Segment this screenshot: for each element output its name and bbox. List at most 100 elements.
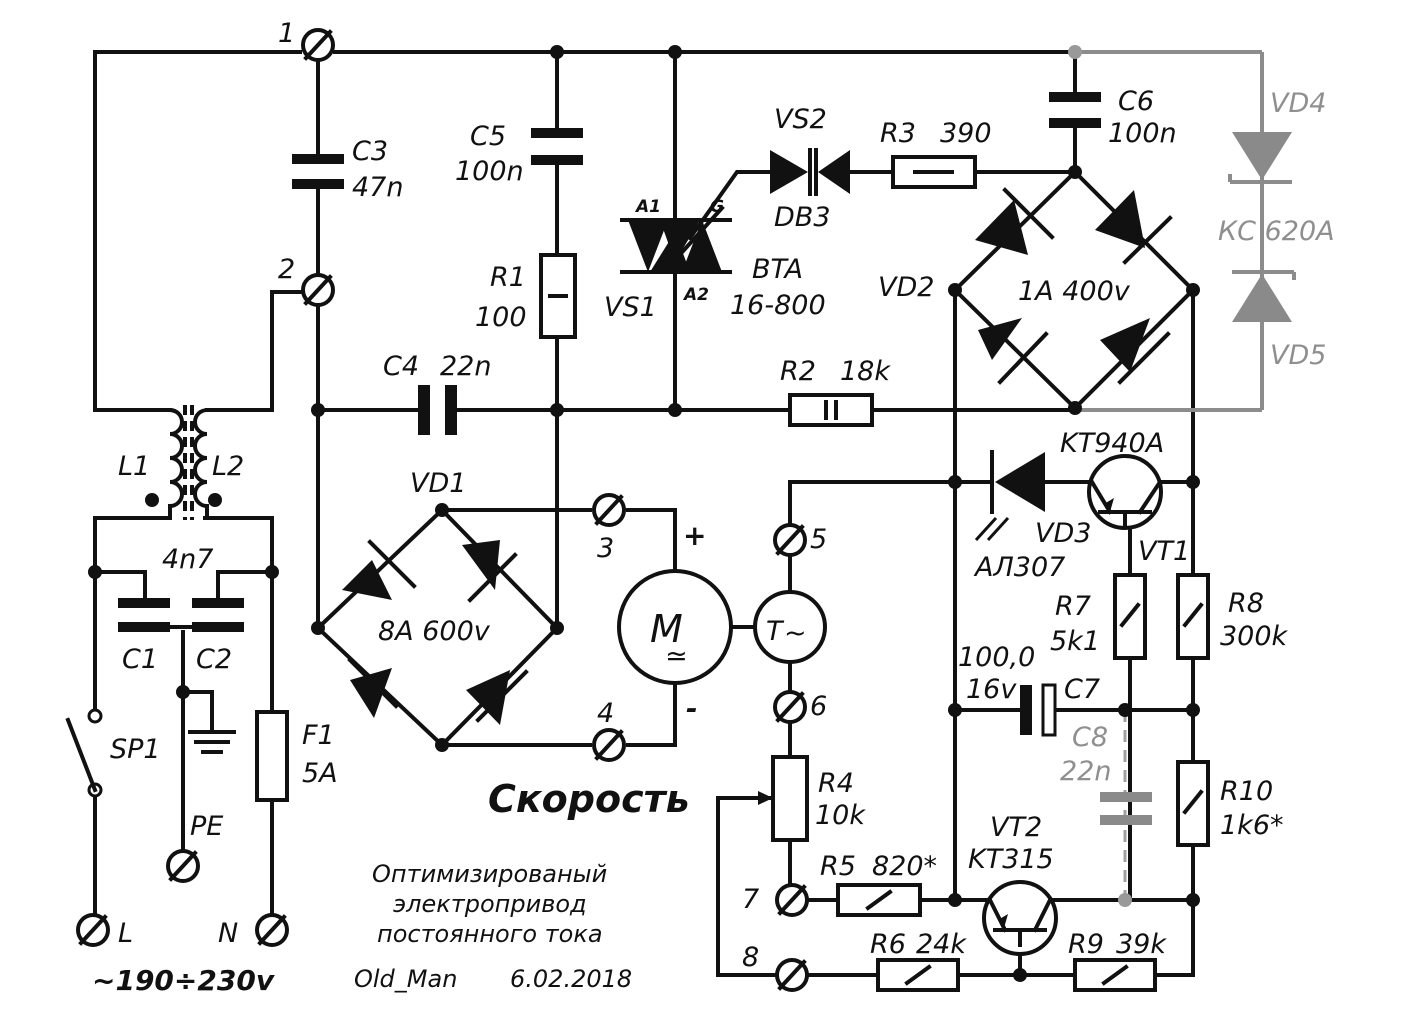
terminal-7: 7 bbox=[742, 883, 809, 917]
svg-text:KT315: KT315 bbox=[968, 844, 1054, 875]
terminal-6: 6 bbox=[773, 690, 827, 724]
svg-text:~: ~ bbox=[784, 618, 807, 649]
svg-text:8: 8 bbox=[742, 942, 759, 973]
speed-label: Скорость bbox=[488, 777, 690, 821]
svg-text:T: T bbox=[766, 616, 785, 647]
switch-sp1: SP1 bbox=[65, 708, 161, 798]
optional-wires bbox=[1075, 50, 1264, 900]
capacitor-c6: C6 100n bbox=[1049, 86, 1177, 149]
svg-text:C2: C2 bbox=[196, 644, 232, 675]
terminal-2: 2 bbox=[278, 254, 335, 307]
resistor-r6: R6 24k bbox=[870, 929, 967, 992]
choke-l1-l2: L1 L2 bbox=[93, 405, 244, 520]
svg-text:47n: 47n bbox=[352, 172, 403, 203]
svg-text:C7: C7 bbox=[1064, 674, 1100, 705]
motor-m: M ≃ + - bbox=[617, 519, 733, 725]
bridge-vd1: VD1 8A 600v bbox=[315, 468, 560, 748]
svg-text:C6: C6 bbox=[1118, 86, 1154, 117]
svg-text:2: 2 bbox=[278, 254, 295, 285]
capacitor-c8: C8 22n bbox=[1060, 722, 1152, 825]
svg-text:VS1: VS1 bbox=[604, 292, 657, 323]
terminal-1: 1 bbox=[278, 18, 335, 62]
tacho-generator: T ~ bbox=[753, 590, 827, 664]
svg-text:1: 1 bbox=[278, 18, 295, 49]
terminal-5: 5 bbox=[773, 523, 827, 557]
led-vd3: VD3 АЛ307 bbox=[973, 450, 1091, 583]
svg-text:300k: 300k bbox=[1220, 621, 1289, 652]
svg-text:7: 7 bbox=[742, 884, 759, 915]
junction-dots bbox=[88, 45, 1200, 982]
svg-text:R6: R6 bbox=[870, 929, 906, 960]
svg-text:C3: C3 bbox=[352, 136, 388, 167]
svg-text:R7: R7 bbox=[1055, 591, 1091, 622]
svg-text:1A 400v: 1A 400v bbox=[1018, 276, 1131, 307]
svg-text:R2: R2 bbox=[780, 356, 816, 387]
svg-text:DB3: DB3 bbox=[774, 202, 831, 233]
svg-text:5A: 5A bbox=[302, 758, 338, 789]
svg-text:5: 5 bbox=[810, 524, 827, 555]
svg-text:A1: A1 bbox=[634, 197, 661, 217]
potentiometer-r4: R4 10k bbox=[758, 755, 866, 842]
svg-text:100n: 100n bbox=[1108, 118, 1177, 149]
svg-text:C8: C8 bbox=[1072, 722, 1108, 753]
svg-text:R9: R9 bbox=[1068, 929, 1104, 960]
date-label: 6.02.2018 bbox=[510, 965, 632, 993]
svg-text:VT2: VT2 bbox=[990, 812, 1042, 843]
svg-text:R1: R1 bbox=[490, 262, 526, 293]
zener-vd5: VD5 bbox=[1232, 270, 1326, 371]
terminal-n: N bbox=[218, 913, 289, 949]
svg-text:24k: 24k bbox=[916, 929, 967, 960]
svg-text:C4: C4 bbox=[383, 351, 419, 382]
svg-text:22n: 22n bbox=[1060, 756, 1111, 787]
title-line-2: электропривод bbox=[393, 890, 587, 918]
svg-text:-: - bbox=[686, 692, 698, 725]
svg-text:VD2: VD2 bbox=[878, 272, 934, 303]
resistor-r7: R7 5k1 bbox=[1050, 573, 1147, 660]
svg-text:R5: R5 bbox=[820, 851, 856, 882]
terminal-pe: PE bbox=[166, 811, 223, 883]
svg-text:C5: C5 bbox=[470, 121, 506, 152]
terminal-8: 8 bbox=[742, 942, 809, 992]
svg-text:39k: 39k bbox=[1116, 929, 1167, 960]
svg-text:18k: 18k bbox=[840, 356, 891, 387]
svg-text:22n: 22n bbox=[440, 351, 491, 382]
terminal-4: 4 bbox=[592, 698, 626, 762]
svg-text:5k1: 5k1 bbox=[1050, 626, 1100, 657]
svg-text:VD5: VD5 bbox=[1270, 340, 1326, 371]
svg-text:R8: R8 bbox=[1228, 588, 1264, 619]
svg-text:820*: 820* bbox=[872, 851, 937, 882]
wires bbox=[93, 50, 1195, 977]
svg-text:100: 100 bbox=[475, 302, 527, 333]
capacitor-c5: C5 100n bbox=[455, 121, 583, 187]
svg-text:BTA: BTA bbox=[752, 254, 803, 285]
resistor-r3: R3 390 bbox=[880, 118, 992, 189]
svg-text:10k: 10k bbox=[815, 800, 866, 831]
title-line-3: постоянного тока bbox=[377, 920, 603, 948]
svg-text:R4: R4 bbox=[818, 768, 854, 799]
svg-text:R3: R3 bbox=[880, 118, 916, 149]
svg-text:АЛ307: АЛ307 bbox=[973, 552, 1065, 583]
svg-text:100,0: 100,0 bbox=[958, 642, 1035, 673]
zener-type-label: КС 620А bbox=[1218, 216, 1335, 247]
ground-symbol bbox=[188, 730, 236, 754]
svg-text:A2: A2 bbox=[682, 285, 709, 305]
svg-text:F1: F1 bbox=[302, 720, 335, 751]
svg-text:+: + bbox=[683, 519, 706, 552]
transistor-vt1: KT940A VT1 bbox=[1060, 428, 1190, 567]
resistor-r2: R2 18k bbox=[780, 356, 891, 427]
resistor-r5: R5 820* bbox=[820, 851, 937, 917]
svg-text:16-800: 16-800 bbox=[730, 290, 826, 321]
capacitor-c4: C4 22n bbox=[383, 351, 491, 435]
svg-text:100n: 100n bbox=[455, 156, 524, 187]
svg-text:VS2: VS2 bbox=[774, 104, 827, 135]
svg-text:KT940A: KT940A bbox=[1060, 428, 1164, 459]
author-label: Old_Man bbox=[354, 965, 457, 993]
svg-text:≃: ≃ bbox=[665, 641, 688, 672]
svg-text:6: 6 bbox=[810, 691, 827, 722]
svg-text:M: M bbox=[650, 607, 683, 651]
diac-vs2: VS2 DB3 bbox=[770, 104, 850, 233]
title-line-1: Оптимизированый bbox=[372, 860, 607, 888]
svg-text:VT1: VT1 bbox=[1138, 536, 1190, 567]
